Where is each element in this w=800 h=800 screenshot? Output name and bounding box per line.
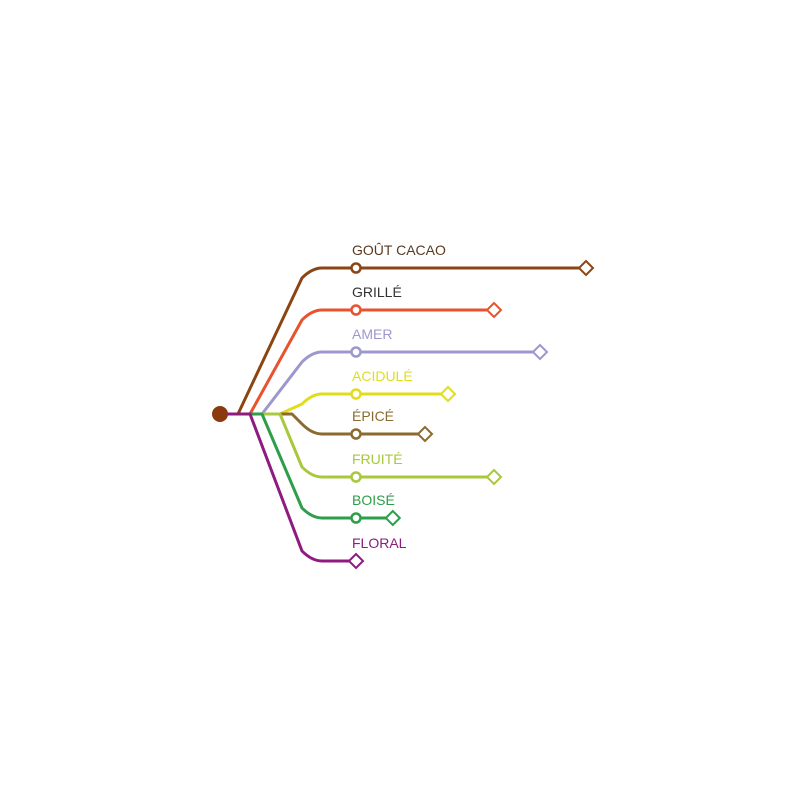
- line-path-boise: [218, 412, 395, 520]
- station-node-amer: [350, 346, 362, 358]
- line-label-fruite: FRUITÉ: [352, 451, 403, 467]
- end-diamond-fruite: [485, 468, 503, 486]
- station-node-epice: [350, 428, 362, 440]
- line-epice: ÉPICÉ: [218, 408, 434, 443]
- end-diamond-grille: [485, 301, 503, 319]
- end-diamond-acidule: [439, 385, 457, 403]
- end-diamond-gout-cacao: [577, 259, 595, 277]
- line-acidule: ACIDULÉ: [218, 368, 457, 416]
- lines-layer: GOÛT CACAO GRILLÉ AMER ACIDULÉ ÉPICÉ FRUITÉ BO…: [218, 242, 595, 570]
- line-label-grille: GRILLÉ: [352, 284, 402, 300]
- line-label-amer: AMER: [352, 326, 392, 342]
- end-diamond-floral: [347, 552, 365, 570]
- station-node-fruite: [350, 471, 362, 483]
- end-diamond-amer: [531, 343, 549, 361]
- line-amer: AMER: [218, 326, 549, 416]
- end-diamond-epice: [416, 425, 434, 443]
- line-path-floral: [218, 412, 358, 563]
- line-floral: FLORAL: [218, 412, 407, 570]
- line-boise: BOISÉ: [218, 412, 402, 527]
- line-path-epice: [218, 412, 427, 436]
- line-fruite: FRUITÉ: [218, 412, 503, 486]
- line-label-gout-cacao: GOÛT CACAO: [352, 242, 446, 258]
- end-diamond-boise: [384, 509, 402, 527]
- line-label-acidule: ACIDULÉ: [352, 368, 413, 384]
- line-label-epice: ÉPICÉ: [352, 408, 394, 424]
- line-path-fruite: [218, 412, 496, 479]
- root-node: [212, 406, 228, 422]
- station-node-boise: [350, 512, 362, 524]
- line-label-boise: BOISÉ: [352, 492, 395, 508]
- line-path-grille: [218, 308, 496, 416]
- station-node-gout-cacao: [350, 262, 362, 274]
- line-grille: GRILLÉ: [218, 284, 503, 416]
- station-node-grille: [350, 304, 362, 316]
- line-path-amer: [218, 350, 542, 416]
- line-label-floral: FLORAL: [352, 535, 407, 551]
- station-node-acidule: [350, 388, 362, 400]
- line-gout-cacao: GOÛT CACAO: [218, 242, 595, 416]
- line-path-gout-cacao: [218, 266, 588, 416]
- line-path-acidule: [218, 392, 450, 416]
